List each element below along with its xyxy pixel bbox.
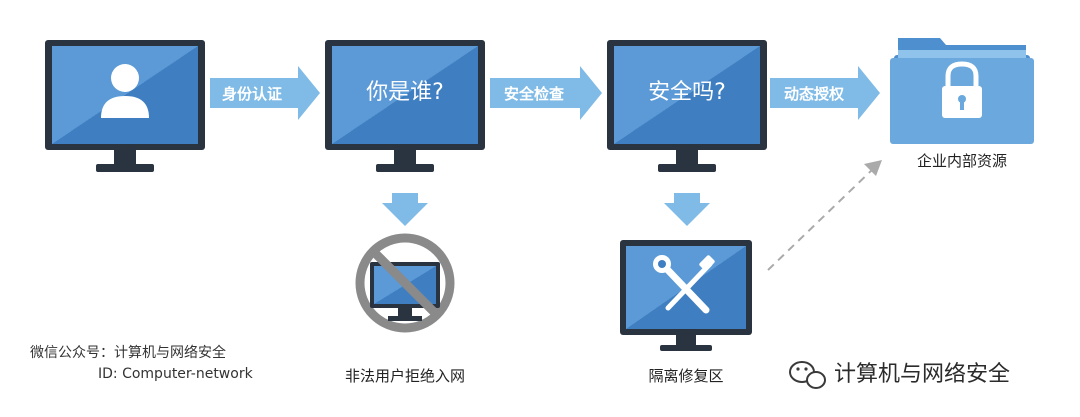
resources-caption: 企业内部资源: [917, 152, 1007, 170]
security-check-arrow: 安全检查: [490, 66, 602, 120]
identity-monitor: 你是谁?: [325, 40, 485, 172]
dynamic-auth-arrow: 动态授权: [770, 66, 880, 120]
security-question: 安全吗?: [648, 80, 726, 105]
identity-auth-label: 身份认证: [222, 85, 282, 103]
down-arrow-quarantine: [664, 193, 710, 226]
monitor-neck: [394, 150, 416, 164]
monitor-base: [660, 345, 712, 351]
monitor-neck: [676, 150, 698, 164]
monitor-base: [96, 164, 154, 172]
watermark-right: 计算机与网络安全: [834, 362, 1010, 387]
monitor-screen: [332, 46, 478, 144]
monitor-neck: [114, 150, 136, 164]
monitor-screen: [52, 46, 198, 144]
security-monitor: 安全吗?: [607, 40, 767, 172]
user-icon: [101, 64, 149, 118]
quarantine-monitor: [620, 240, 752, 351]
watermark-line1: 微信公众号：计算机与网络安全: [30, 344, 226, 361]
remediated-return-arrow: [767, 160, 882, 271]
identity-question: 你是谁?: [366, 80, 444, 105]
lock-folder-icon: [890, 38, 1034, 144]
user-monitor: [45, 40, 205, 172]
identity-auth-arrow: 身份认证: [210, 66, 320, 120]
quarantine-caption: 隔离修复区: [648, 367, 723, 385]
wechat-icon: [789, 361, 826, 389]
security-check-label: 安全检查: [504, 85, 565, 103]
monitor-base: [376, 164, 434, 172]
wrench-screwdriver-icon: [653, 255, 715, 314]
prohibited-icon: [355, 233, 455, 333]
monitor-base: [658, 164, 716, 172]
monitor-neck: [676, 335, 696, 345]
watermark-line2: ID: Computer-network: [98, 366, 254, 382]
dynamic-auth-label: 动态授权: [784, 85, 845, 103]
monitor-screen: [614, 46, 760, 144]
down-arrow-rejected: [382, 193, 428, 226]
rejected-caption: 非法用户拒绝入网: [345, 367, 465, 385]
